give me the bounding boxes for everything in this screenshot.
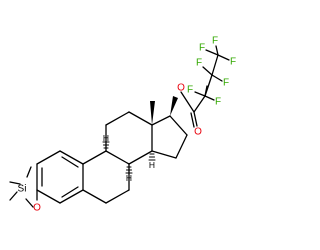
hydrogen-label-c9: H: [103, 133, 109, 143]
c8-hash-bond: [125, 166, 133, 174]
c9-hash-bond: [102, 141, 110, 152]
fluorine-label-1: F: [187, 85, 193, 96]
fluorine-label-2: F: [215, 97, 221, 108]
oxygen-ether-label: O: [33, 203, 41, 214]
fluorine-label-3: F: [196, 58, 202, 69]
ring-d: [151, 115, 188, 159]
ring-a-aromatic: [36, 150, 84, 204]
steroid-structure-diagram: O Si O O F F F F F F F H H H: [9, 36, 236, 214]
c14-hash-bond: [148, 153, 156, 161]
ring-b: [82, 150, 130, 204]
methyl-wedge: [150, 101, 155, 125]
silicon-label: Si: [18, 184, 27, 195]
c17-oxygen-wedge: [170, 96, 178, 116]
oxygen-carbonyl-label: O: [194, 127, 202, 138]
trimethylsilyl-ether: [9, 166, 38, 208]
fluorine-label-5: F: [212, 36, 218, 47]
oxygen-ester-label: O: [177, 83, 185, 94]
heptafluorobutanoate-chain: [180, 45, 230, 128]
fluorine-label-7: F: [199, 43, 205, 54]
fluorine-label-6: F: [230, 57, 236, 68]
hydrogen-label-c8: H: [126, 173, 132, 183]
stereo-bonds: [102, 96, 178, 174]
hydrogen-label-c14: H: [149, 160, 155, 170]
ring-c: [105, 111, 153, 165]
fluorine-label-4: F: [223, 78, 229, 89]
